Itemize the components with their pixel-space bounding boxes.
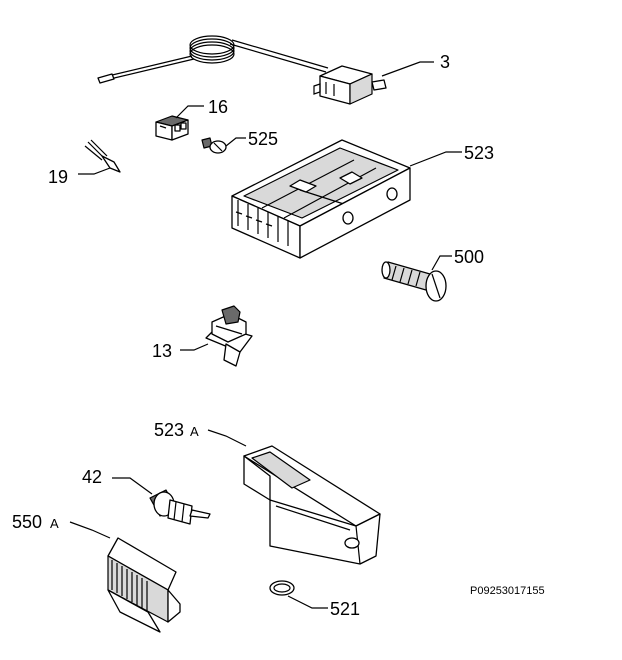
label-19: 19	[48, 167, 68, 187]
capillary-coil	[97, 35, 329, 84]
part-525-lamp: 525	[201, 129, 278, 154]
leader-16	[175, 105, 204, 119]
part-3-thermostat: 3	[97, 35, 450, 105]
label-16: 16	[208, 97, 228, 117]
part-16-switch: 16	[155, 97, 228, 141]
drawing-code: P09253017155	[470, 585, 545, 597]
part-523A-lamp-cover: 523 A	[154, 420, 381, 565]
leader-523	[409, 151, 462, 167]
label-550A-number: 550	[12, 512, 42, 532]
part-550A-knob: 550 A	[12, 512, 181, 633]
part-521-ring: 521	[269, 580, 360, 619]
leader-521	[287, 595, 328, 609]
thermostat-body	[313, 65, 387, 105]
label-3: 3	[440, 52, 450, 72]
label-42: 42	[82, 467, 102, 487]
leader-13	[180, 343, 209, 351]
label-523A-number: 523	[154, 420, 184, 440]
label-525: 525	[248, 129, 278, 149]
label-523A-suffix: A	[190, 424, 199, 439]
part-523-housing: 523	[231, 139, 494, 259]
leader-500	[431, 255, 452, 271]
leader-42	[112, 477, 153, 495]
part-500-screw: 500	[381, 247, 484, 302]
label-521: 521	[330, 599, 360, 619]
leader-550A	[69, 521, 111, 539]
label-500: 500	[454, 247, 484, 267]
part-19-connector: 19	[48, 139, 121, 187]
leader-3	[381, 61, 434, 77]
part-42-lamp-holder: 42	[82, 467, 211, 525]
label-523: 523	[464, 143, 494, 163]
label-550A-suffix: A	[50, 516, 59, 531]
part-13-door-switch: 13	[152, 305, 253, 367]
label-13: 13	[152, 341, 172, 361]
leader-19	[78, 167, 111, 175]
leader-525	[225, 137, 246, 147]
leader-523A	[207, 429, 247, 447]
